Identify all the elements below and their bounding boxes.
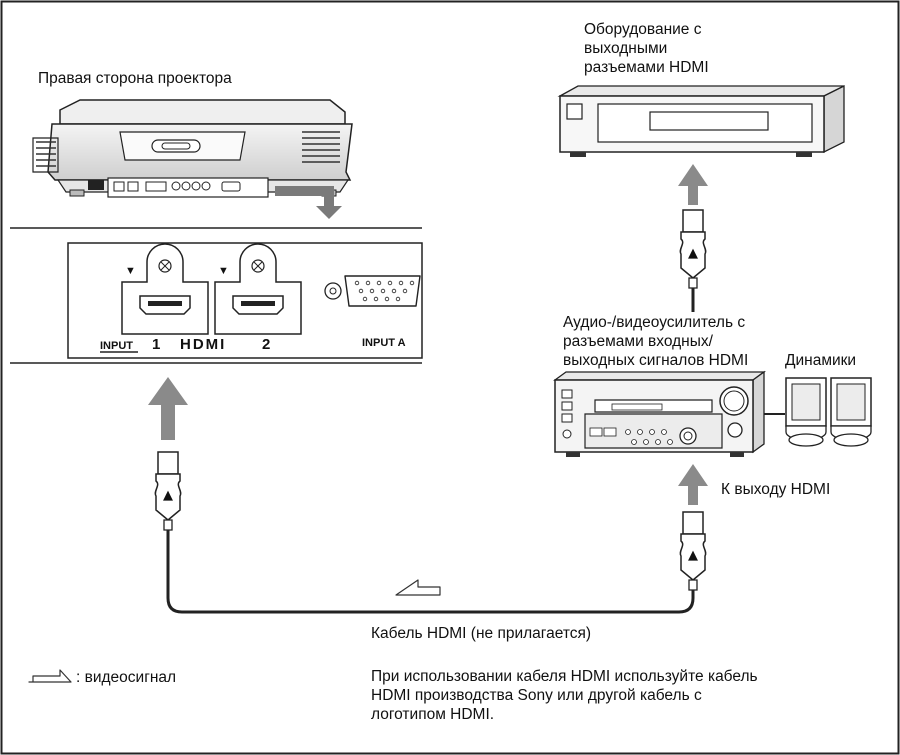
- av-amp-label-line1: Аудио-/видеоусилитель с: [563, 314, 746, 331]
- arrow-up-to-projector: [148, 377, 188, 440]
- port-mark-2: ▼: [218, 265, 229, 277]
- cable-amp-to-projector: [166, 530, 695, 614]
- projector-side-label: Правая сторона проектора: [38, 70, 232, 87]
- arrow-up-to-amp: [678, 464, 708, 505]
- note-line1: При использовании кабеля HDMI используйт…: [371, 668, 758, 685]
- av-amp-label-line3: выходных сигналов HDMI: [563, 352, 749, 369]
- hdmi-plug-upper: [679, 209, 707, 289]
- hdmi-source-label-line2: выходными: [584, 40, 668, 57]
- speaker-right: [830, 377, 872, 447]
- plug-mark-upper: ▲: [688, 246, 698, 261]
- connector-panel: [10, 227, 423, 364]
- panel-input-a-label: INPUT A: [362, 337, 406, 349]
- port-mark-1: ▼: [125, 265, 136, 277]
- speaker-left: [785, 377, 827, 447]
- av-amplifier-device: [553, 370, 766, 457]
- signal-direction-arrow: [395, 579, 441, 596]
- panel-input-label: INPUT: [100, 340, 133, 352]
- legend-label: : видеосигнал: [76, 669, 177, 686]
- panel-hdmi-logo: HDMI: [180, 336, 226, 353]
- cable-label: Кабель HDMI (не прилагается): [371, 625, 592, 642]
- note-line3: логотипом HDMI.: [371, 706, 495, 723]
- av-amp-label-line2: разъемами входных/: [563, 333, 713, 350]
- panel-port-1-label: 1: [152, 336, 160, 353]
- projector-illustration: [32, 99, 353, 198]
- hdmi-source-label-line3: разъемами HDMI: [584, 59, 709, 76]
- plug-mark-projector-side: ▲: [163, 488, 173, 503]
- speakers-label: Динамики: [785, 352, 857, 369]
- zoom-arrow: [275, 186, 342, 219]
- arrow-up-to-source: [678, 164, 708, 205]
- panel-port-2-label: 2: [262, 336, 270, 353]
- note-line2: HDMI производства Sony или другой кабель…: [371, 687, 702, 704]
- hdmi-plug-projector-side: [154, 451, 182, 531]
- legend-signal-icon: [28, 669, 72, 683]
- hdmi-source-label-line1: Оборудование с: [584, 21, 702, 38]
- to-hdmi-out-label: К выходу HDMI: [721, 481, 831, 498]
- plug-mark-amp-side: ▲: [688, 548, 698, 563]
- hdmi-source-device: [557, 84, 845, 157]
- hdmi-plug-amp-side: [679, 511, 707, 591]
